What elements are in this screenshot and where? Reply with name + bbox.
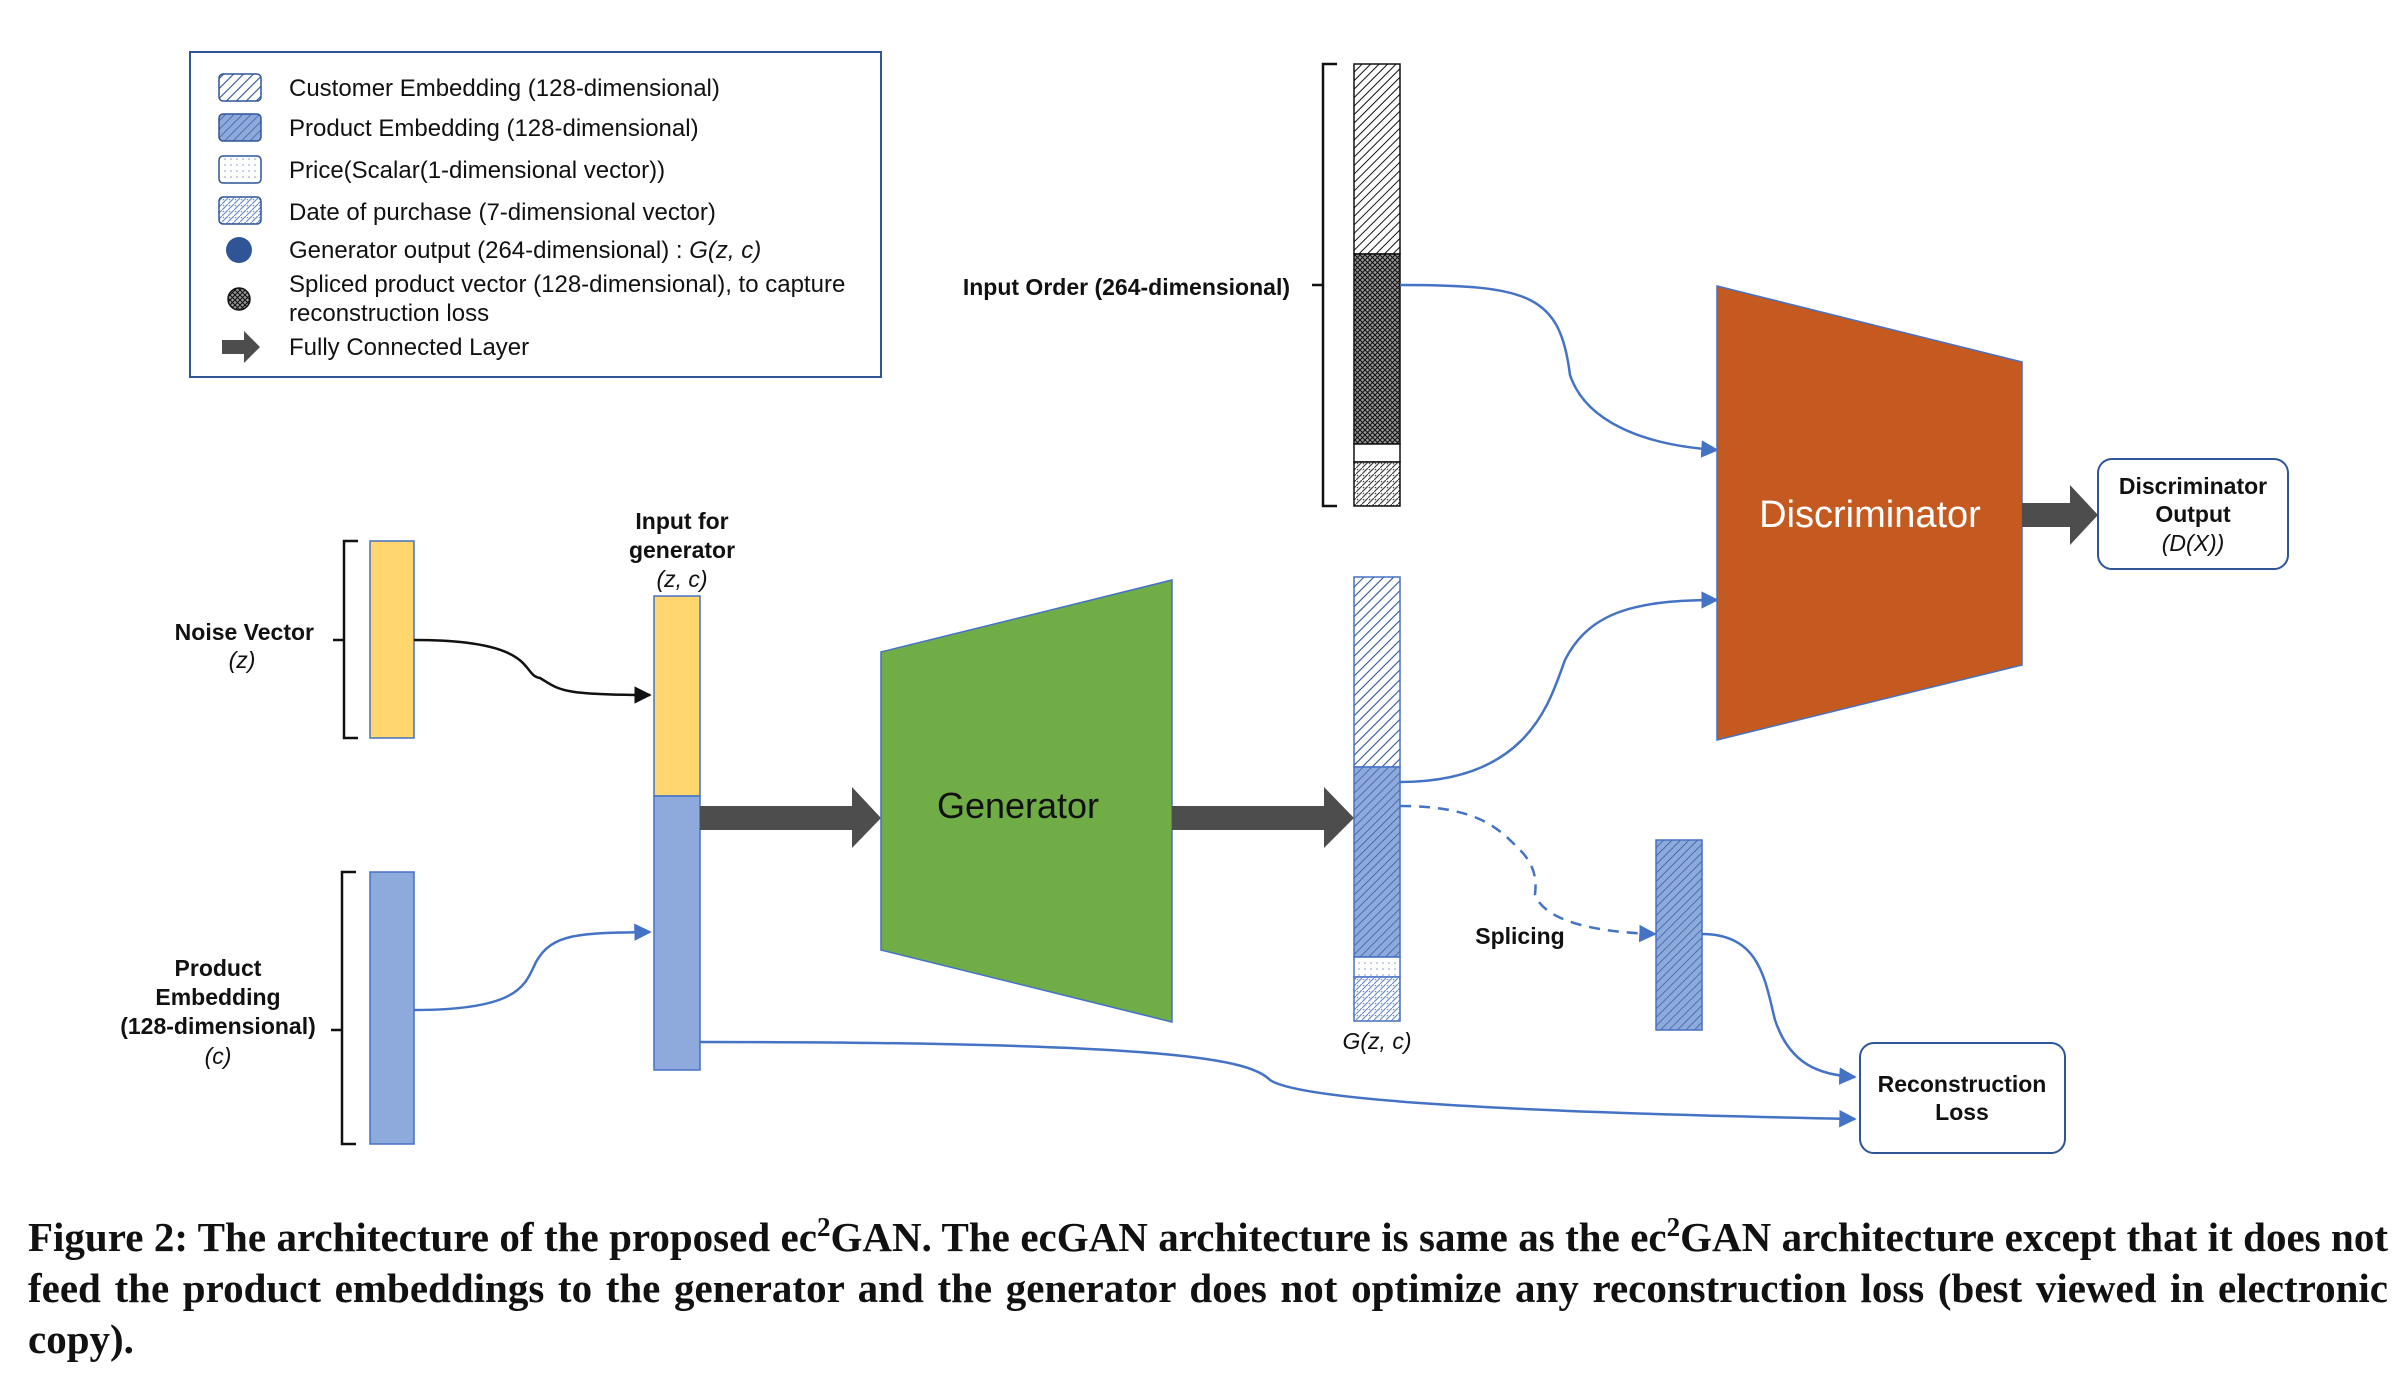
legend-swatch-date [218, 196, 262, 225]
input-order-column [1353, 63, 1401, 507]
noise-vector-bar [369, 540, 415, 739]
input-generator-noise-part [653, 595, 701, 797]
spliced-to-loss-connector [1701, 932, 1857, 1085]
legend-swatch-price [218, 155, 262, 184]
discriminator-output-symbol: (D(X)) [2162, 530, 2225, 556]
generator-block [880, 579, 1173, 1023]
product-embedding-symbol: (c) [205, 1043, 232, 1069]
product-to-loss-connector [699, 1040, 1857, 1128]
legend-spliced-line2: reconstruction loss [289, 300, 489, 327]
input-generator-label-2: generator [629, 537, 735, 563]
product-embedding-label-1: Product [175, 955, 262, 981]
input-generator-label-1: Input for [635, 508, 728, 534]
splicing-connector [1399, 804, 1657, 943]
figure-caption: Figure 2: The architecture of the propos… [28, 1212, 2388, 1363]
fake-order-connector [1399, 591, 1719, 784]
legend-fc-layer: Fully Connected Layer [289, 334, 529, 361]
fc-arrow-from-discriminator [2022, 485, 2098, 545]
noise-vector-label: Noise Vector [175, 619, 314, 645]
discriminator-output-box [2097, 458, 2289, 570]
discriminator-label: Discriminator [1759, 494, 1981, 536]
legend-spliced-dot [227, 287, 251, 311]
input-generator-symbol: (z, c) [656, 566, 707, 592]
fc-arrow-to-generator [700, 787, 881, 848]
legend-generator-output-dot [226, 237, 252, 263]
legend-arrow-icon [222, 331, 260, 363]
legend-generator-output: Generator output (264-dimensional) : G(z… [289, 237, 761, 264]
legend-swatch-customer [218, 73, 262, 102]
input-order-bracket [1312, 62, 1337, 508]
reconstruction-loss-box [1859, 1042, 2066, 1154]
fc-arrow-from-generator [1172, 787, 1354, 848]
legend-product-embedding: Product Embedding (128-dimensional) [289, 115, 699, 142]
generator-output-column [1353, 576, 1401, 1022]
reconstruction-loss-label-2: Loss [1935, 1099, 1989, 1125]
discriminator-block [1716, 285, 2023, 741]
legend-price: Price(Scalar(1-dimensional vector)) [289, 157, 665, 184]
real-order-connector [1399, 283, 1719, 458]
product-connector [413, 923, 652, 1012]
discriminator-output-label-1: Discriminator [2119, 473, 2267, 499]
noise-vector-bracket [333, 539, 358, 740]
input-order-label: Input Order (264-dimensional) [963, 274, 1290, 300]
legend: Customer Embedding (128-dimensional) Pro… [189, 51, 882, 378]
product-embedding-label-2: Embedding [155, 984, 280, 1010]
legend-date-of-purchase: Date of purchase (7-dimensional vector) [289, 199, 716, 226]
splicing-label: Splicing [1475, 923, 1564, 949]
generator-label: Generator [937, 785, 1099, 826]
noise-connector [413, 638, 652, 704]
spliced-product-bar [1655, 839, 1703, 1031]
product-embedding-bracket [331, 870, 356, 1146]
generator-output-label: G(z, c) [1343, 1028, 1412, 1054]
legend-spliced-line1: Spliced product vector (128-dimensional)… [289, 271, 845, 298]
reconstruction-loss-label-1: Reconstruction [1878, 1071, 2047, 1097]
product-embedding-label-3: (128-dimensional) [120, 1013, 316, 1039]
input-generator-product-part [653, 795, 701, 1071]
discriminator-output-label-2: Output [2155, 501, 2231, 527]
product-embedding-bar [369, 871, 415, 1145]
legend-customer-embedding: Customer Embedding (128-dimensional) [289, 75, 720, 102]
legend-swatch-product [218, 113, 262, 142]
noise-vector-symbol: (z) [229, 647, 256, 673]
